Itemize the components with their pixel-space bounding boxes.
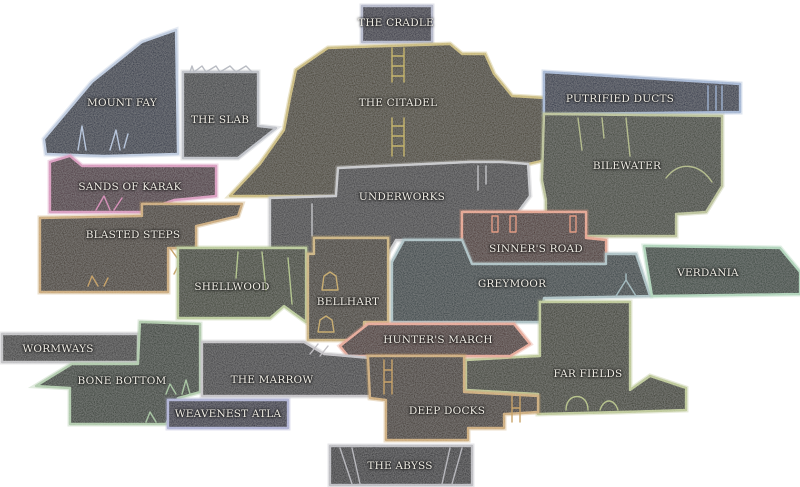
root-icon <box>235 251 293 305</box>
region-sinners-road[interactable] <box>459 209 609 267</box>
pipe-icon <box>707 85 723 111</box>
region-bone-bottom[interactable] <box>27 319 203 427</box>
chain-icon <box>311 165 487 237</box>
region-greymoor[interactable] <box>389 237 654 325</box>
region-sands-of-karak[interactable] <box>47 153 219 215</box>
spike-row-icon <box>189 65 253 73</box>
region-deep-docks[interactable] <box>365 353 541 443</box>
shell-icon <box>145 379 191 423</box>
region-the-cradle[interactable] <box>359 3 435 45</box>
region-wormways[interactable] <box>0 331 141 365</box>
creature-icon <box>565 395 619 411</box>
drip-icon <box>577 117 713 183</box>
tent-icon <box>615 273 637 297</box>
region-putrified-ducts[interactable] <box>541 69 743 117</box>
ladder-icon <box>391 47 405 157</box>
ladder-icon <box>383 359 521 423</box>
region-the-slab[interactable] <box>180 65 283 161</box>
region-far-fields[interactable] <box>463 299 689 417</box>
abyss-spire-icon <box>339 447 463 485</box>
region-verdania[interactable] <box>641 243 800 299</box>
lantern-icon <box>491 215 577 233</box>
thorn-icon <box>95 195 123 211</box>
region-shellwood[interactable] <box>175 245 309 327</box>
region-hunters-march[interactable] <box>336 321 534 359</box>
region-blasted-steps[interactable] <box>37 201 246 295</box>
bell-icon <box>317 271 339 333</box>
region-mount-fay[interactable] <box>41 26 181 159</box>
region-weavenest-atla[interactable] <box>165 397 291 431</box>
region-bilewater[interactable] <box>539 111 725 239</box>
claw-icon <box>309 343 329 357</box>
crystal-icon <box>77 125 129 151</box>
region-the-abyss[interactable] <box>327 443 475 487</box>
